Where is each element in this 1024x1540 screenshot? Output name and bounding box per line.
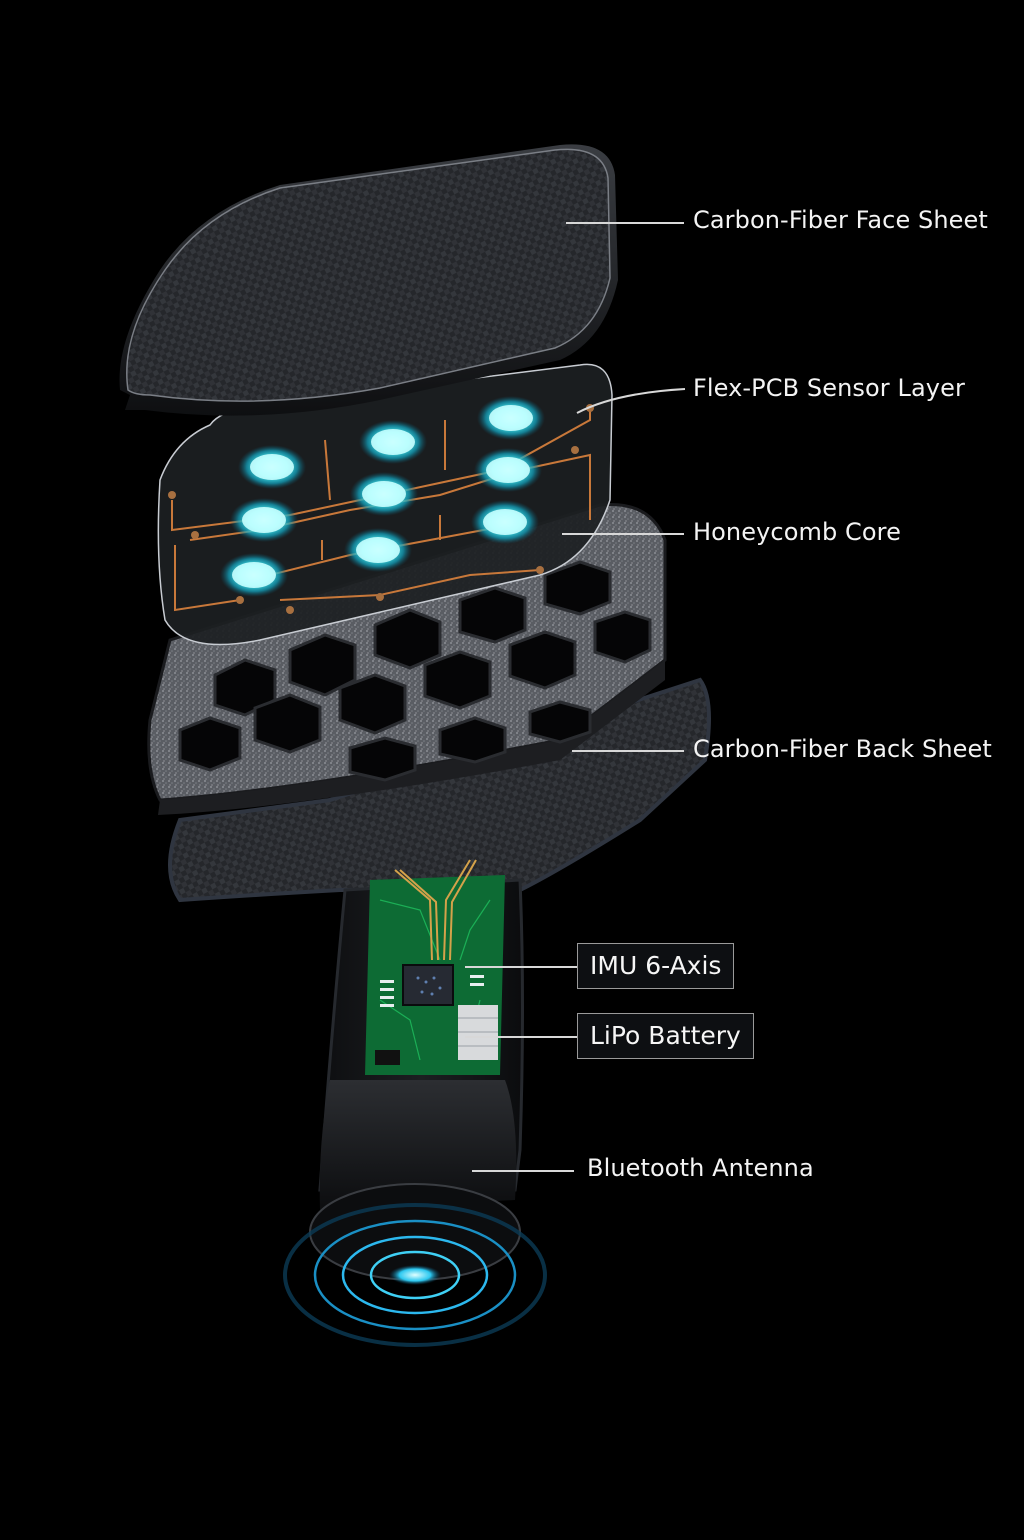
face-sheet-shape xyxy=(119,144,618,416)
label-honeycomb-core: Honeycomb Core xyxy=(693,518,901,546)
leader-line-honeycomb-core xyxy=(562,533,684,535)
sensor-layer-shape xyxy=(157,363,613,646)
label-back-sheet: Carbon-Fiber Back Sheet xyxy=(693,735,992,763)
label-antenna: Bluetooth Antenna xyxy=(587,1154,814,1182)
leader-line-sensor-layer xyxy=(576,388,686,414)
label-battery: LiPo Battery xyxy=(577,1013,754,1059)
bluetooth-antenna-signal xyxy=(283,1203,547,1347)
leader-line-face-sheet xyxy=(566,222,684,224)
honeycomb-core-shape xyxy=(147,502,667,815)
leader-line-battery xyxy=(465,1036,577,1038)
label-sensor-layer: Flex-PCB Sensor Layer xyxy=(693,374,965,402)
label-imu: IMU 6-Axis xyxy=(577,943,735,989)
sensor-grid xyxy=(220,396,545,597)
leader-line-imu xyxy=(465,966,577,968)
imu-chip xyxy=(402,964,454,1006)
leader-line-back-sheet xyxy=(572,750,684,752)
leader-line-antenna xyxy=(472,1170,574,1172)
label-face-sheet: Carbon-Fiber Face Sheet xyxy=(693,206,988,234)
